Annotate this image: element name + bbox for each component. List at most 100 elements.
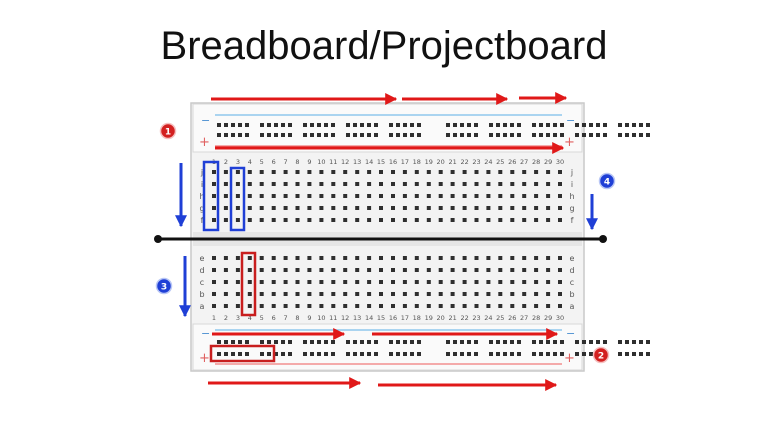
terminal-hole: [379, 182, 383, 186]
terminal-hole: [331, 206, 336, 210]
terminal-hole: [247, 268, 252, 272]
rail-hole: [582, 133, 586, 137]
terminal-hole: [462, 280, 467, 284]
rail-hole: [274, 352, 278, 356]
column-number: 17: [401, 314, 409, 322]
column-number: 11: [329, 314, 337, 322]
rail-hole: [539, 123, 543, 127]
rail-hole: [532, 340, 536, 344]
rail-hole: [346, 340, 350, 344]
terminal-hole: [534, 194, 539, 198]
rail-hole: [396, 133, 400, 137]
rail-hole: [231, 123, 235, 127]
rail-hole: [632, 123, 636, 127]
terminal-hole: [450, 194, 455, 198]
terminal-hole: [391, 256, 395, 260]
divider-endpoint-right: [599, 235, 607, 243]
rail-hole: [467, 123, 471, 127]
terminal-hole: [486, 268, 491, 272]
terminal-hole: [474, 194, 479, 198]
rail-hole: [467, 133, 471, 137]
terminal-hole: [283, 170, 288, 174]
rail-hole: [403, 352, 407, 356]
terminal-hole: [462, 292, 467, 296]
rail-hole: [517, 352, 521, 356]
callout-2-label: 2: [598, 352, 604, 362]
rail-hole: [625, 123, 629, 127]
terminal-hole: [235, 256, 240, 260]
terminal-hole: [343, 304, 348, 308]
terminal-hole: [379, 170, 383, 174]
rail-hole: [317, 352, 321, 356]
terminal-hole: [402, 194, 407, 198]
rail-hole: [532, 123, 536, 127]
terminal-hole: [546, 268, 551, 272]
top-rail-plus-right: +: [564, 135, 575, 150]
terminal-hole: [355, 206, 360, 210]
terminal-hole: [534, 268, 539, 272]
rail-hole: [281, 352, 285, 356]
terminal-hole: [271, 256, 276, 260]
terminal-hole: [223, 194, 228, 198]
rail-hole: [575, 123, 579, 127]
rail-hole: [582, 123, 586, 127]
terminal-hole: [402, 256, 407, 260]
terminal-hole: [414, 218, 419, 222]
bottom-rail-minus-left: −: [201, 327, 210, 340]
terminal-hole: [474, 182, 479, 186]
terminal-hole: [438, 268, 443, 272]
rail-hole: [224, 133, 228, 137]
terminal-hole: [367, 182, 372, 186]
rail-hole: [245, 133, 249, 137]
terminal-hole: [259, 280, 264, 284]
rail-hole: [467, 340, 471, 344]
terminal-hole: [247, 194, 252, 198]
terminal-hole: [486, 206, 491, 210]
terminal-hole: [367, 194, 372, 198]
terminal-hole: [212, 304, 216, 308]
terminal-hole: [343, 182, 348, 186]
terminal-hole: [271, 218, 276, 222]
terminal-hole: [379, 292, 383, 296]
rail-hole: [353, 352, 357, 356]
terminal-hole: [379, 304, 383, 308]
rail-hole: [496, 352, 500, 356]
terminal-hole: [235, 194, 240, 198]
terminal-hole: [367, 304, 372, 308]
rail-hole: [374, 340, 378, 344]
rail-hole: [560, 123, 564, 127]
terminal-hole: [534, 170, 539, 174]
terminal-hole: [391, 170, 395, 174]
rail-hole: [267, 352, 271, 356]
terminal-hole: [558, 182, 562, 186]
row-letter: b: [569, 290, 574, 299]
rail-hole: [532, 133, 536, 137]
terminal-hole: [223, 182, 228, 186]
rail-hole: [238, 133, 242, 137]
terminal-hole: [355, 292, 360, 296]
terminal-hole: [331, 182, 336, 186]
callout-3: 3: [155, 277, 173, 295]
terminal-hole: [355, 170, 360, 174]
rail-hole: [517, 123, 521, 127]
column-number: 23: [472, 314, 480, 322]
terminal-hole: [283, 292, 288, 296]
rail-hole: [224, 352, 228, 356]
terminal-hole: [402, 280, 407, 284]
terminal-hole: [438, 256, 443, 260]
terminal-hole: [522, 206, 527, 210]
terminal-hole: [355, 194, 360, 198]
rail-hole: [546, 133, 550, 137]
rail-hole: [489, 133, 493, 137]
column-number: 15: [377, 158, 385, 166]
terminal-hole: [223, 206, 228, 210]
rail-hole: [618, 340, 622, 344]
rail-hole: [410, 352, 414, 356]
terminal-hole: [402, 218, 407, 222]
terminal-hole: [235, 182, 240, 186]
rail-hole: [260, 123, 264, 127]
terminal-hole: [283, 194, 288, 198]
terminal-hole: [558, 280, 562, 284]
column-number: 29: [544, 158, 552, 166]
column-number: 18: [413, 314, 421, 322]
